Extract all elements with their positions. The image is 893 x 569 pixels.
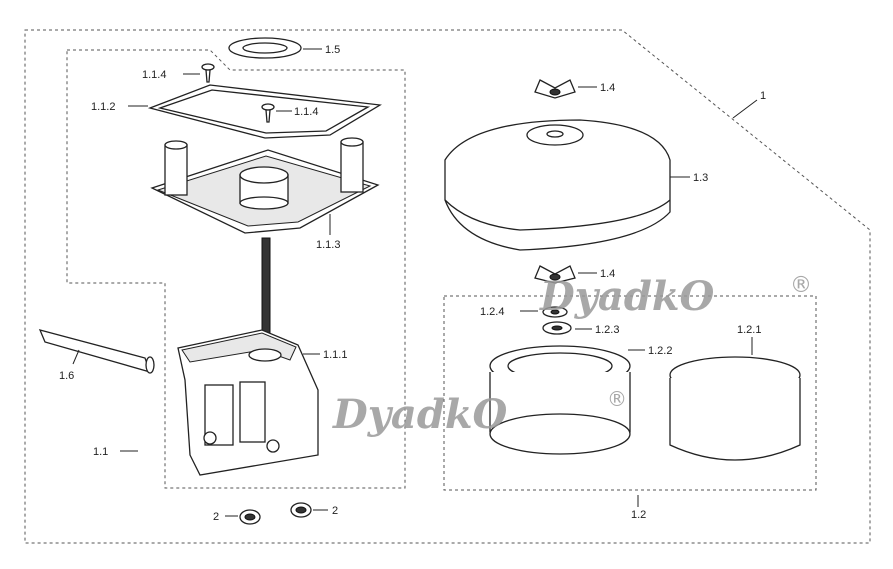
filter-housing-part: [177, 329, 319, 476]
watermark-registered-mark-2: ®: [607, 387, 627, 411]
label-1-1-2: 1.1.2: [91, 101, 115, 113]
label-1-4-top: 1.4: [600, 82, 615, 94]
label-1-2: 1.2: [631, 509, 646, 521]
gasket-ring-part: [228, 37, 302, 59]
nut-part-right: [290, 502, 312, 518]
screw-part: [201, 63, 215, 83]
washer-part: [542, 306, 568, 318]
wing-nut-part-top: [534, 79, 576, 99]
watermark-registered-mark: ®: [790, 273, 812, 298]
base-plate-part: [150, 137, 380, 234]
label-1-3: 1.3: [693, 172, 708, 184]
label-2-left: 2: [213, 511, 219, 523]
label-1-2-3: 1.2.3: [595, 324, 619, 336]
label-1-1-3: 1.1.3: [316, 239, 340, 251]
wing-nut-part-lower: [534, 265, 576, 284]
assembly-1-2-boundary: [443, 295, 817, 491]
label-1-4-lower: 1.4: [600, 268, 615, 280]
label-1-1-4-mid: 1.1.4: [294, 106, 318, 118]
label-1-6: 1.6: [59, 370, 74, 382]
label-1-2-1: 1.2.1: [737, 324, 761, 336]
filter-element-part: [489, 345, 631, 455]
watermark-brand-text-2: DyadkO: [332, 391, 508, 438]
seal-part: [542, 321, 572, 335]
assembly-1-1-boundary: [66, 49, 406, 489]
nut-part-left: [239, 509, 261, 525]
lid-gasket-part: [147, 84, 382, 139]
label-1-5: 1.5: [325, 44, 340, 56]
air-filter-cover-part: [444, 119, 671, 251]
label-1-1-4-top: 1.1.4: [142, 69, 166, 81]
label-2-right: 2: [332, 505, 338, 517]
watermark-top: DyadkO ®: [539, 273, 812, 320]
label-1-1: 1.1: [93, 446, 108, 458]
label-1-2-4: 1.2.4: [480, 306, 504, 318]
screw-part-2: [261, 103, 275, 123]
breather-tube-part: [38, 329, 155, 374]
label-1-1-1: 1.1.1: [323, 349, 347, 361]
mesh-screen-part: [669, 356, 801, 461]
watermark-brand-text: DyadkO: [539, 273, 715, 320]
label-1-2-2: 1.2.2: [648, 345, 672, 357]
watermark-middle: DyadkO ®: [332, 387, 627, 438]
long-bolt-part: [261, 237, 271, 339]
label-1: 1: [760, 90, 766, 102]
